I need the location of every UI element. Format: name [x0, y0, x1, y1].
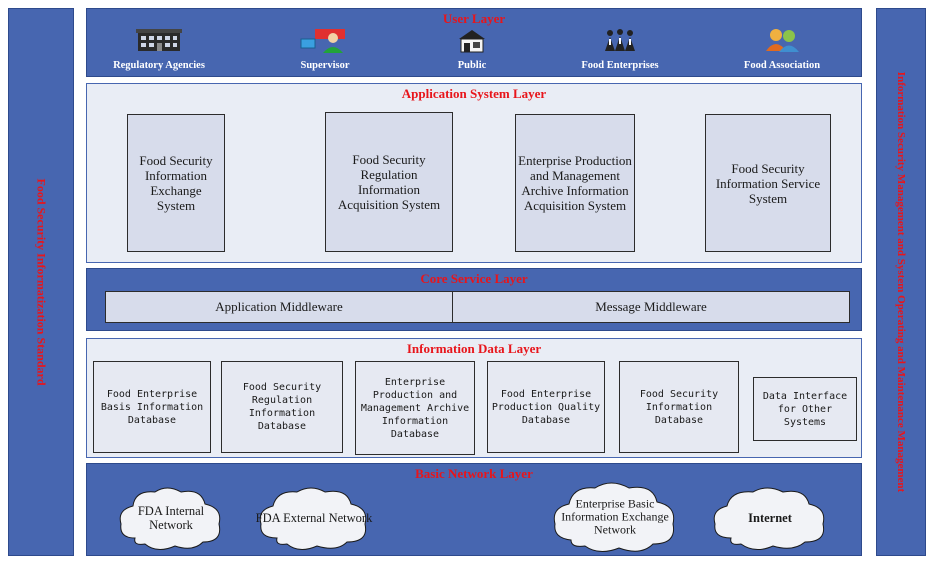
network-cloud-fda-internal: FDA Internal Network [115, 482, 227, 554]
app-system-box: Food Security Regulation Information Acq… [325, 112, 453, 252]
standard-label: Food Security Informatization Standard [34, 178, 49, 386]
people-group-icon [605, 29, 635, 51]
building-icon [136, 29, 182, 51]
user-label: Food Association [743, 60, 821, 71]
information-data-layer: Information Data Layer Food Enterprise B… [86, 338, 862, 458]
user-supervisor: Supervisor [279, 27, 371, 71]
basic-network-layer: Basic Network Layer FDA Internal Network… [86, 463, 862, 556]
user-layer: User Layer Regulatory Agencies Superviso… [86, 8, 862, 77]
app-system-box: Food Security Information Exchange Syste… [127, 114, 225, 252]
network-cloud-fda-external: FDA External Network [255, 482, 373, 554]
core-layer-title: Core Service Layer [420, 271, 528, 286]
database-box: Food Security Information Database [619, 361, 739, 453]
user-layer-title: User Layer [442, 11, 506, 26]
network-label: Internet [748, 511, 792, 525]
network-cloud-internet: Internet [709, 482, 831, 554]
database-box: Food Enterprise Basis Information Databa… [93, 361, 211, 453]
application-layer-title: Application System Layer [401, 86, 547, 101]
message-middleware-box: Message Middleware [452, 291, 850, 323]
network-label: FDA External Network [255, 511, 373, 525]
cloud-icon [553, 482, 675, 552]
database-box: Food Security Regulation Information Dat… [221, 361, 343, 453]
network-label: FDA Internal Network [137, 504, 205, 532]
app-system-box: Enterprise Production and Management Arc… [515, 114, 635, 252]
user-public: Public [437, 27, 507, 71]
network-label: Enterprise Basic Information Exchange Ne… [561, 496, 669, 537]
user-regulatory-agencies: Regulatory Agencies [101, 27, 217, 71]
cloud-icon [119, 487, 221, 550]
cloud-icon [259, 487, 367, 550]
database-box: Food Enterprise Production Quality Datab… [487, 361, 605, 453]
core-service-layer: Core Service Layer Application Middlewar… [86, 268, 862, 331]
network-cloud-enterprise-exchange: Enterprise Basic Information Exchange Ne… [549, 478, 681, 556]
user-food-enterprises: Food Enterprises [565, 27, 675, 71]
house-icon [459, 30, 485, 53]
cloud-icon [713, 487, 825, 550]
management-sidebar: Information Security Management and Syst… [876, 8, 926, 556]
supervisor-icon [300, 29, 345, 53]
network-layer-title: Basic Network Layer [415, 466, 533, 481]
user-label: Supervisor [300, 60, 350, 71]
user-label: Food Enterprises [581, 60, 659, 71]
user-label: Regulatory Agencies [113, 60, 205, 71]
standard-sidebar: Food Security Informatization Standard [8, 8, 74, 556]
app-system-box: Food Security Information Service System [705, 114, 831, 252]
database-box: Enterprise Production and Management Arc… [355, 361, 475, 455]
application-system-layer: Application System Layer Food Security I… [86, 83, 862, 263]
user-label: Public [457, 60, 487, 71]
data-interface-box: Data Interface for Other Systems [753, 377, 857, 441]
data-layer-title: Information Data Layer [406, 341, 542, 356]
user-food-association: Food Association [715, 27, 849, 71]
application-middleware-box: Application Middleware [105, 291, 453, 323]
association-icon [766, 29, 799, 52]
management-label: Information Security Management and Syst… [895, 71, 907, 493]
